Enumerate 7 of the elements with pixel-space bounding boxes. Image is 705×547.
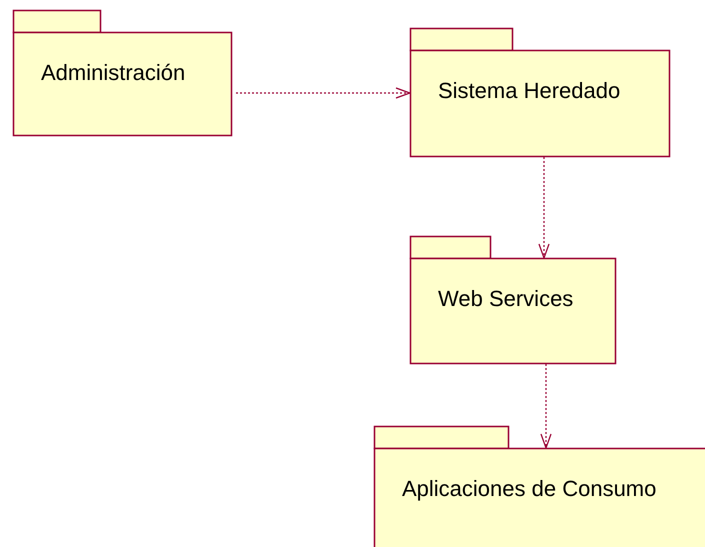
package-name: Web Services xyxy=(438,286,574,312)
dependency-arrow xyxy=(538,157,550,259)
package-name: Sistema Heredado xyxy=(438,78,620,104)
dependency-arrow xyxy=(540,364,552,449)
dependency-arrow xyxy=(236,87,411,99)
package-name: Aplicaciones de Consumo xyxy=(402,476,656,502)
package-name: Administración xyxy=(41,60,186,86)
